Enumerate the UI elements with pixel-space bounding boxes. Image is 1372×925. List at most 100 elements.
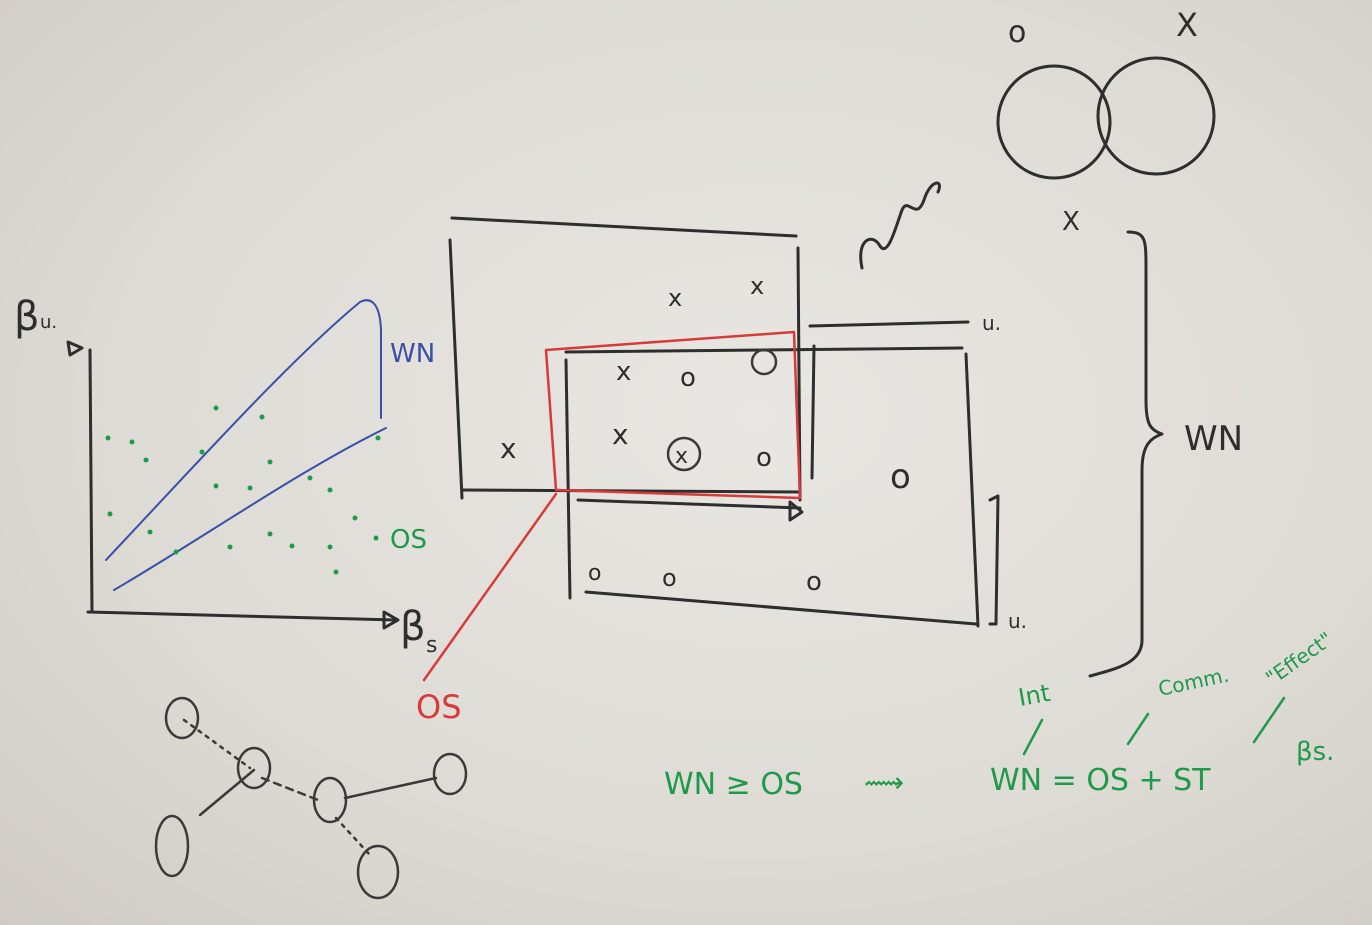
annot-int-pointer [1022, 718, 1044, 756]
scatter-point [327, 487, 333, 493]
overlap-mark: x [675, 444, 688, 469]
scatter-point [259, 414, 265, 420]
bottom-mark: o [806, 567, 822, 597]
y-axis [88, 348, 94, 614]
back-box-top [450, 216, 798, 238]
overlap-mark: x [612, 418, 629, 451]
scatter-point [247, 485, 253, 491]
back-box-bottom [460, 488, 802, 494]
os-region-label: OS [390, 525, 427, 555]
venn-left-mark: o [1008, 15, 1026, 50]
overlap-mark: o [756, 443, 772, 473]
wn-region-label: WN [390, 339, 435, 369]
scatter-point [143, 457, 149, 463]
equation-arrow: ⟿ [864, 766, 904, 799]
empty-node [154, 814, 190, 878]
equation: WN ≥ OS ⟿ WN = OS + ST Int Comm. "Effect… [664, 627, 1337, 802]
scatter-point [333, 569, 339, 575]
top-bracket [808, 320, 970, 328]
x-axis-sub: s [426, 633, 437, 658]
right-tick-line [810, 344, 816, 480]
scatter-point [352, 515, 358, 521]
solid-bond [198, 768, 256, 817]
scatter-point [105, 435, 111, 441]
scribbled-mark [750, 348, 778, 376]
y-axis-arrowhead [66, 340, 84, 357]
x-axis-label: β [400, 604, 426, 650]
bottom-bracket [988, 494, 1000, 626]
back-box-left [448, 238, 464, 500]
scatter-point [173, 549, 179, 555]
scatter-points [105, 405, 381, 575]
overlap-mark: x [616, 357, 631, 387]
squiggle-arrow [859, 181, 941, 270]
scatter-point [147, 529, 153, 535]
inner-axis-arrow [576, 498, 802, 510]
overlap-label: OS [416, 688, 462, 726]
scatter-point [267, 459, 273, 465]
scatter-point [289, 543, 295, 549]
scatter-point [129, 439, 135, 445]
venn-right-mark: X [1176, 6, 1198, 44]
back-mark: x [668, 284, 682, 312]
network-sketch [154, 696, 468, 900]
overlap-pointer [422, 492, 558, 682]
bottom-mark: o [662, 564, 677, 592]
venn-right-circle [1096, 56, 1216, 176]
scatter-point [327, 544, 333, 550]
annot-beta: βs. [1296, 737, 1334, 767]
venn-left-circle [996, 64, 1112, 180]
circled-mark [666, 436, 702, 472]
wn-envelope [105, 299, 382, 561]
hatched-node [432, 752, 468, 796]
hatched-node [164, 696, 200, 740]
os-envelope [113, 427, 387, 591]
venn-bottom-mark: X [1062, 207, 1080, 237]
x-axis [86, 610, 397, 622]
top-bracket-label: u. [982, 311, 1001, 335]
grid-boxes: OS u. u. x x x x o x x o o o o o [416, 216, 1027, 726]
right-mark: o [890, 457, 911, 497]
scatter-point [199, 449, 205, 455]
overlap-region [544, 330, 802, 500]
annot-int: Int [1016, 679, 1052, 712]
front-box-left [564, 358, 572, 600]
scatter-point [267, 531, 273, 537]
front-box-right [964, 352, 980, 628]
scatter-point [213, 483, 219, 489]
back-mark: x [500, 432, 517, 465]
back-mark: x [750, 272, 764, 300]
equation-left: WN ≥ OS [664, 767, 803, 802]
hatched-node [236, 746, 272, 790]
scatter-plot: β u. β s WN [14, 294, 437, 658]
scatter-point [307, 475, 313, 481]
scatter-point [373, 535, 379, 541]
dashed-bond [260, 776, 320, 802]
bottom-mark: o [588, 561, 601, 586]
brace [1088, 230, 1164, 678]
equation-right: WN = OS + ST [990, 763, 1211, 798]
inner-axis-arrowhead [788, 500, 804, 522]
annot-comm-pointer [1126, 712, 1150, 746]
hatched-node [356, 844, 400, 900]
annot-comm: Comm. [1156, 663, 1231, 701]
dotted-bond [334, 816, 372, 857]
front-box-bottom [584, 590, 978, 626]
scatter-point [375, 435, 381, 441]
annot-effect-pointer [1252, 696, 1286, 744]
solid-bond [343, 776, 438, 800]
bottom-bracket-label: u. [1008, 609, 1027, 633]
scatter-point [107, 511, 113, 517]
scatter-point [227, 544, 233, 550]
empty-node [312, 776, 348, 824]
x-axis-arrowhead [382, 610, 400, 630]
y-axis-sub: u. [40, 312, 57, 333]
scatter-point [213, 405, 219, 411]
venn-diagram: o X X [996, 6, 1216, 237]
annot-effect: "Effect" [1261, 627, 1337, 690]
overlap-mark: o [680, 363, 696, 393]
brace-label: WN [1184, 419, 1243, 459]
y-axis-label: β [14, 294, 40, 340]
